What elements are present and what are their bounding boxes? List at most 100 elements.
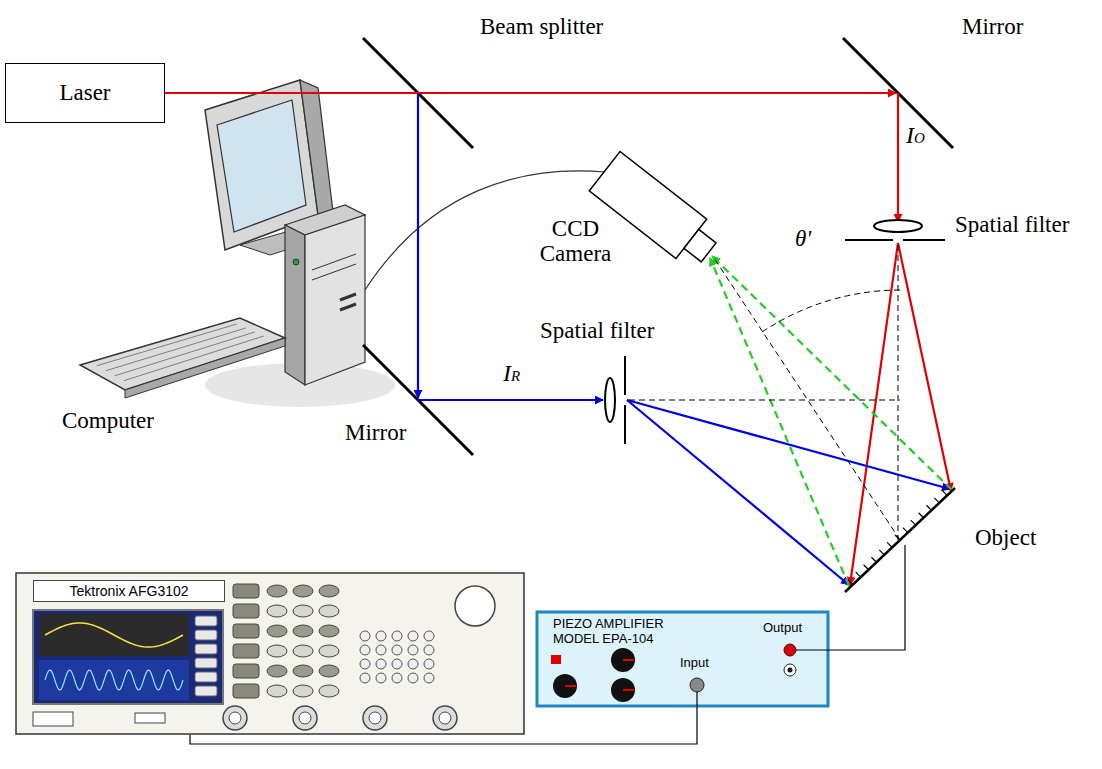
device-part [319, 685, 339, 697]
beam-symbol: IR [503, 360, 520, 386]
device-part [424, 645, 434, 655]
art-part [714, 258, 900, 540]
art-part [285, 225, 305, 385]
art-part [293, 259, 299, 265]
device-part [360, 631, 370, 641]
device-label: Output [763, 620, 802, 635]
art-part [848, 580, 853, 585]
device-part [293, 585, 313, 597]
art-part [897, 93, 899, 222]
part-label: Beam splitter [480, 14, 603, 39]
art-part [605, 378, 615, 422]
device-part [696, 692, 697, 708]
device-part [392, 659, 402, 669]
device-part [319, 585, 339, 597]
art-part [887, 542, 892, 547]
axis-lines [629, 245, 900, 540]
art-part [856, 572, 861, 577]
art-part [926, 505, 931, 510]
part-label: Object [975, 525, 1036, 550]
device-part [319, 665, 339, 677]
device-part [233, 604, 259, 618]
device-part [369, 712, 381, 724]
device-part [433, 706, 457, 730]
output-wire [830, 545, 905, 650]
device-part [392, 645, 402, 655]
device-part [233, 624, 259, 638]
device-part [135, 713, 165, 723]
device-part [229, 712, 241, 724]
beam-symbol: IO [906, 122, 925, 148]
device-part [611, 678, 635, 702]
part-label: Mirror [345, 420, 406, 445]
device-part [455, 586, 495, 626]
art-part [934, 498, 939, 503]
part-label: Computer [62, 408, 154, 433]
device-part [233, 644, 259, 658]
device-part [319, 645, 339, 657]
object [845, 488, 955, 592]
device-part [195, 686, 217, 696]
device-part [45, 670, 183, 690]
art-part [871, 557, 876, 562]
device-part [788, 668, 793, 673]
device-part [392, 631, 402, 641]
piezo-amplifier: PIEZO AMPLIFIER MODEL EPA-104InputOutput [535, 610, 830, 708]
device-part [267, 645, 287, 657]
device-part [233, 684, 259, 698]
device-part [623, 659, 634, 661]
function-generator: Tektronix AFG3102 [15, 572, 525, 735]
device-part [267, 665, 287, 677]
device-part [784, 664, 796, 676]
device-part [195, 658, 217, 668]
art-part [874, 220, 922, 232]
device-part [293, 685, 313, 697]
device-part [363, 706, 387, 730]
device-part [623, 689, 634, 691]
device-part [376, 673, 386, 683]
device-part [39, 614, 189, 656]
art-part [305, 215, 365, 385]
device-part [39, 660, 189, 700]
art-part [115, 332, 255, 376]
computer-icon [80, 80, 395, 407]
art-part [165, 92, 896, 94]
device-part [293, 645, 313, 657]
art-part [879, 550, 884, 555]
art-part [629, 400, 900, 401]
part-label: CCD Camera [528, 216, 623, 267]
art-part [97, 324, 264, 381]
device-part [293, 605, 313, 617]
device-part [233, 584, 259, 598]
device-label: PIEZO AMPLIFIER MODEL EPA-104 [553, 617, 678, 647]
device-part [376, 645, 386, 655]
art-part [684, 229, 716, 261]
device-part [392, 673, 402, 683]
device-part [551, 655, 561, 664]
art-part [627, 400, 950, 489]
device-label: Laser [59, 80, 110, 106]
device-part [195, 616, 217, 626]
art-part [911, 520, 916, 525]
art-part [124, 336, 264, 381]
device-part [195, 630, 217, 640]
device-part [293, 665, 313, 677]
device-part [784, 644, 796, 656]
device-part [690, 678, 704, 692]
art-part [919, 513, 924, 518]
art-part [125, 338, 285, 398]
device-part [223, 706, 247, 730]
art-part [710, 258, 849, 586]
device-part [267, 625, 287, 637]
device-part [360, 645, 370, 655]
part-label: Spatial filter [540, 318, 654, 343]
device-part [565, 685, 576, 687]
device-part [408, 673, 418, 683]
art-part [895, 535, 900, 540]
device-part [408, 659, 418, 669]
device-part [233, 664, 259, 678]
angle-symbol: θ' [795, 226, 811, 251]
art-part [848, 490, 947, 584]
art-part [898, 245, 899, 540]
